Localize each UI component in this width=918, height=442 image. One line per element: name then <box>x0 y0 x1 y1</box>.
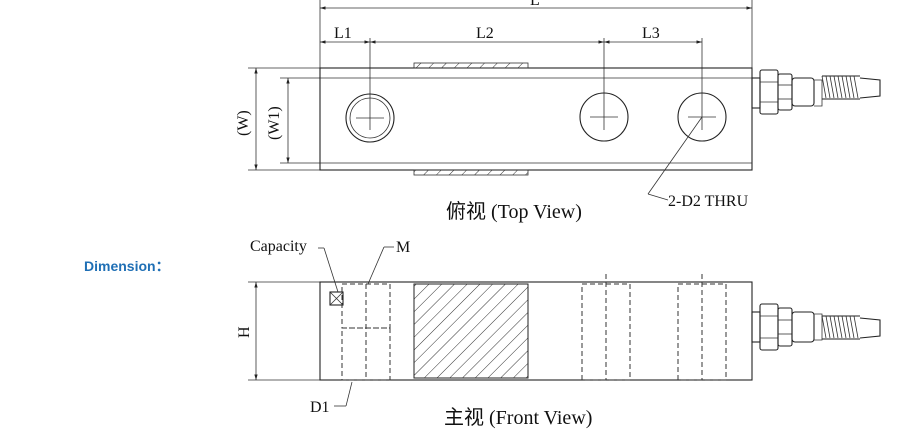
mounting-hole-1 <box>345 93 395 143</box>
top-view: L L1 L2 L3 (W) (W1) <box>235 0 881 223</box>
thru-hole-2 <box>579 92 629 142</box>
dim-L2-text: L2 <box>476 25 494 42</box>
dim-L3-text: L3 <box>642 25 660 42</box>
cable-connector-front <box>751 303 881 351</box>
thread-M-label: M <box>396 239 410 256</box>
front-view-caption: 主视 (Front View) <box>444 406 592 429</box>
dim-W-text: (W) <box>235 110 252 136</box>
capacity-label: Capacity <box>250 238 307 255</box>
dim-W1-text: (W1) <box>266 106 283 140</box>
dimension-label: Dimension： <box>84 258 170 274</box>
dim-D1-label: D1 <box>310 399 330 416</box>
front-view: H <box>236 238 881 429</box>
dim-H-text: H <box>236 326 253 338</box>
dim-L-text: L <box>530 0 540 9</box>
top-view-caption: 俯视 (Top View) <box>446 200 582 223</box>
hole-callout-text: 2-D2 THRU <box>668 193 749 210</box>
cable-connector-top <box>751 69 881 115</box>
dim-L1-text: L1 <box>334 25 352 42</box>
